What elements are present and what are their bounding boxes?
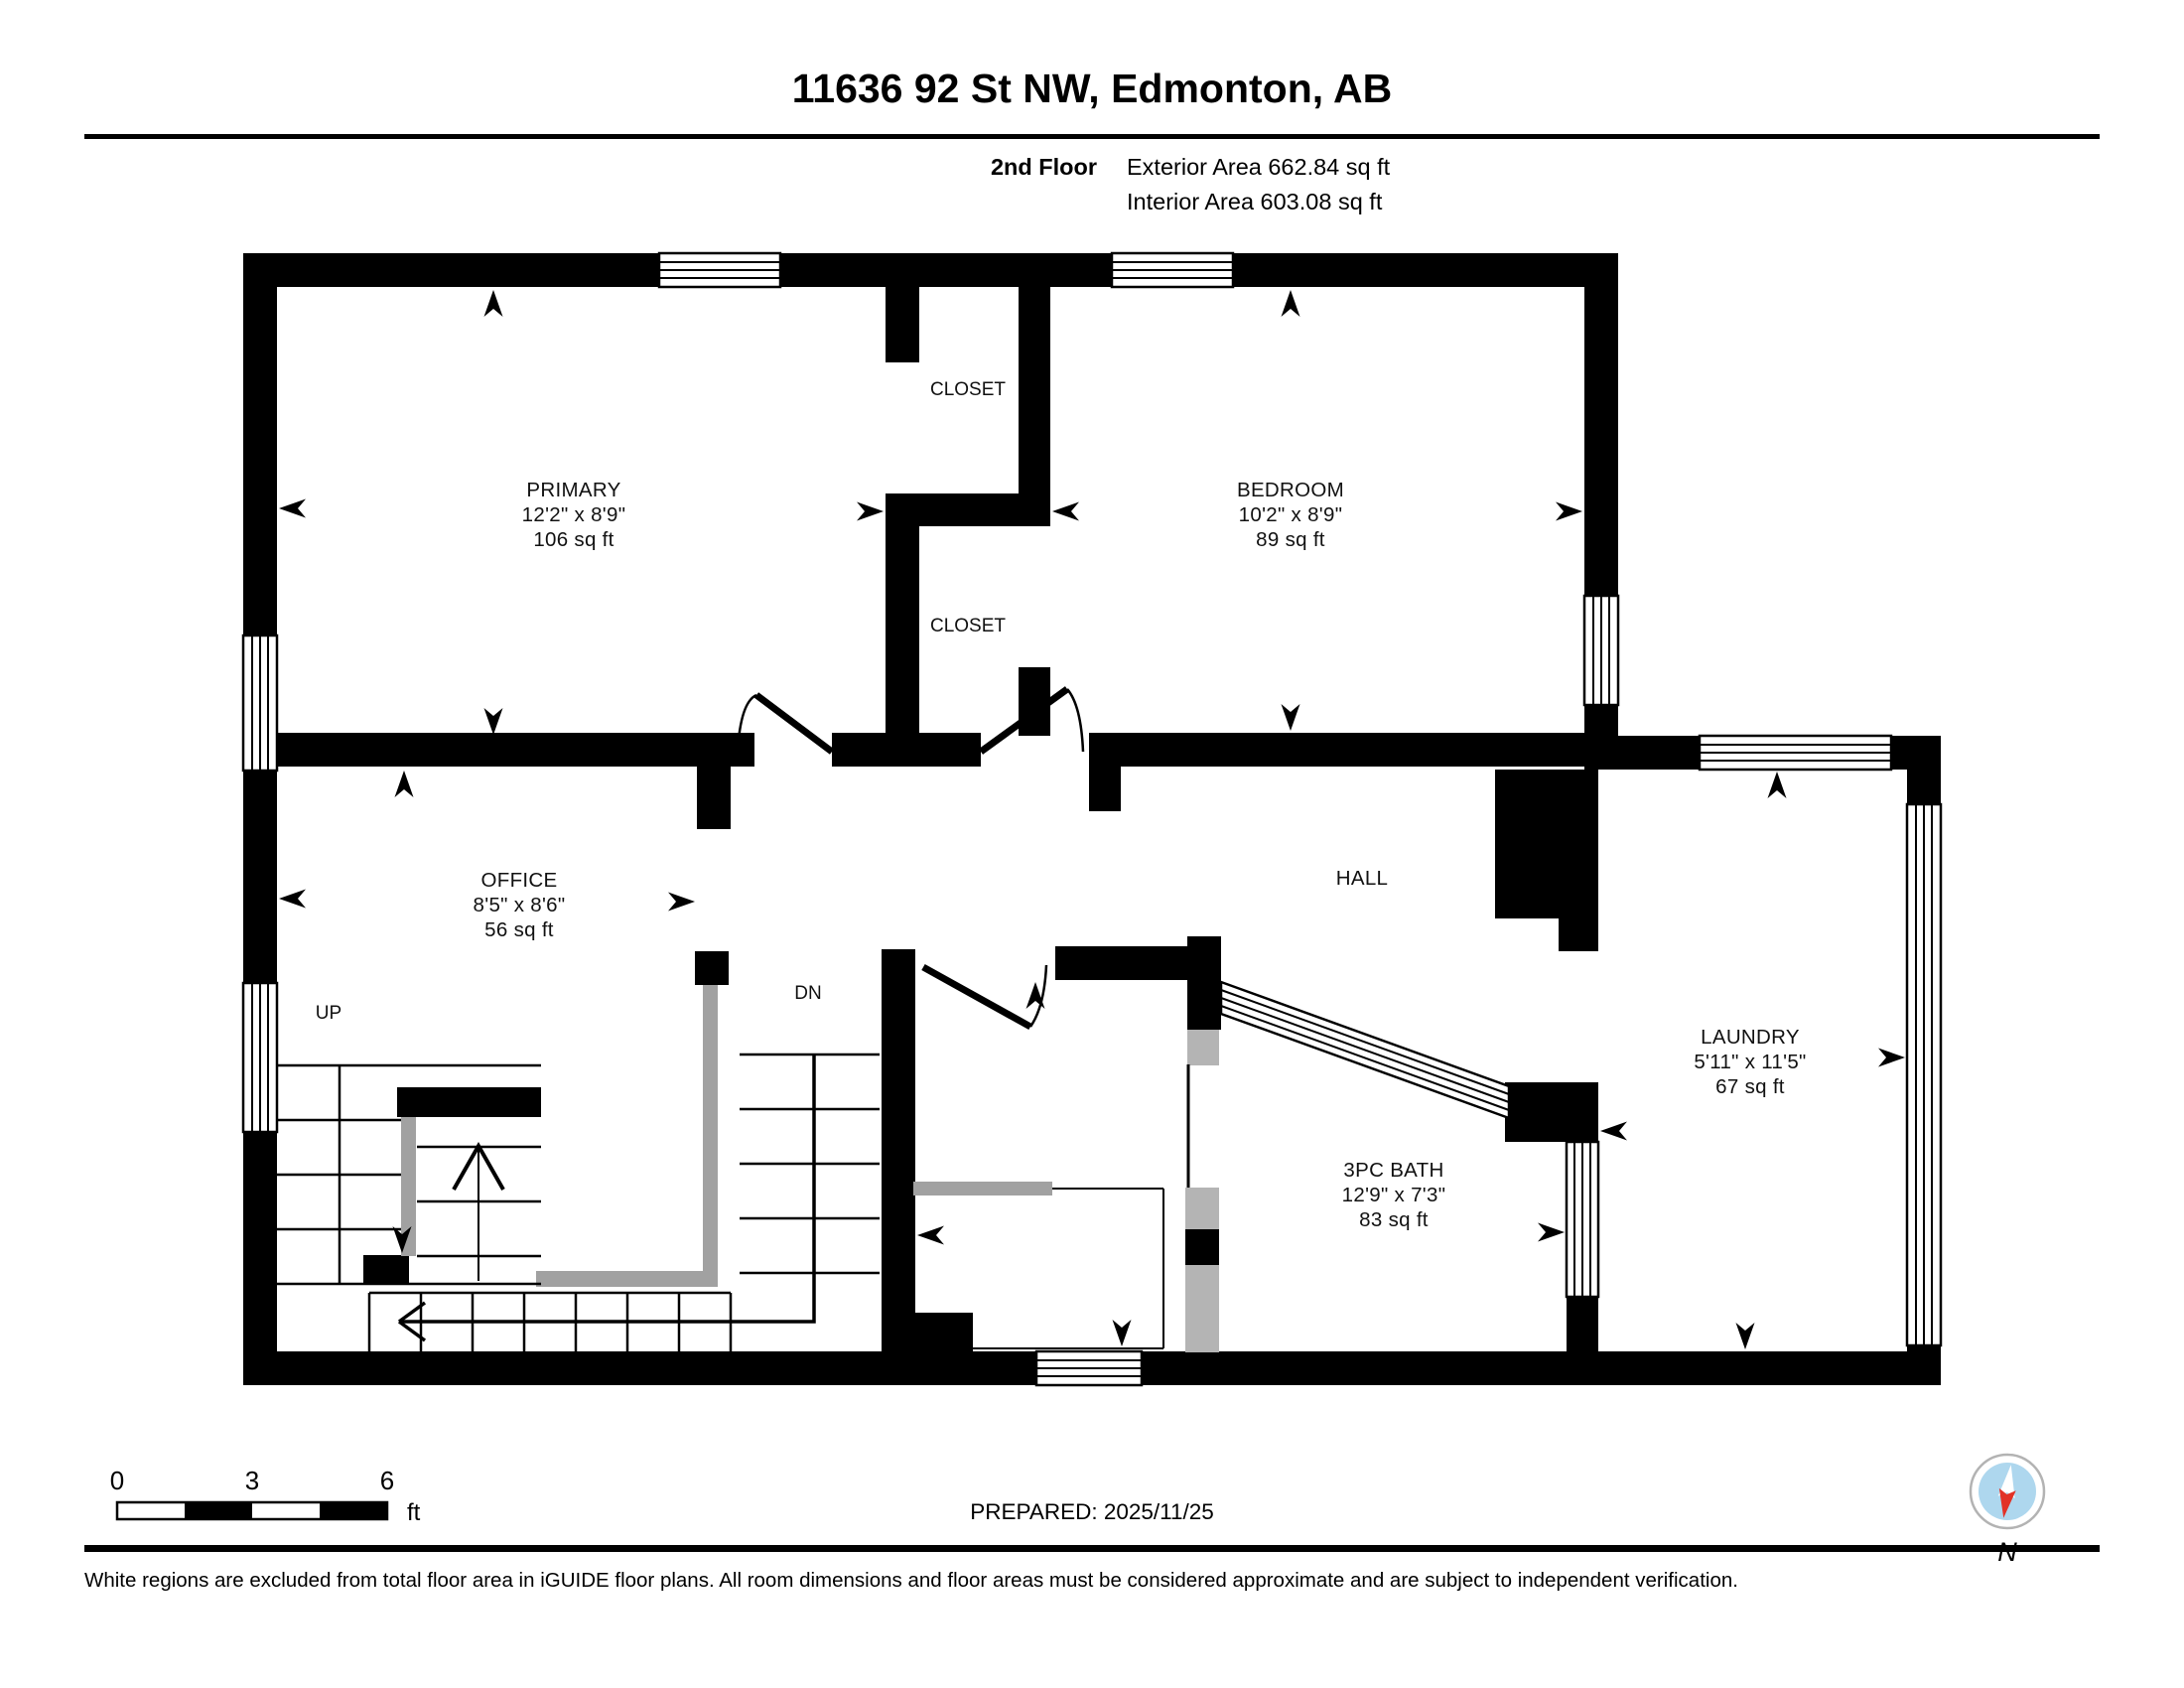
footer-divider [84,1545,2100,1552]
window-laundry-top [1698,734,1893,772]
window-bottom [1034,1349,1144,1387]
compass-icon [1969,1453,2046,1530]
interior-walls [277,287,1598,1351]
window-bedroom-right [1582,594,1620,707]
stairs-down [367,1053,880,1351]
laundry-name: LAUNDRY [1701,1026,1800,1049]
bath-area: 83 sq ft [1359,1208,1429,1231]
window-top-bedroom [1110,251,1235,289]
hall-label: HALL [1336,867,1388,890]
stairs-down-label: DN [794,983,821,1004]
exterior-walls [243,253,1941,1385]
bath-name: 3PC BATH [1343,1159,1443,1182]
door-primary [736,692,835,755]
door-bedroom [978,686,1085,755]
primary-name: PRIMARY [526,479,620,501]
primary-area: 106 sq ft [533,528,614,551]
exterior-area: Exterior Area 662.84 sq ft [1127,154,1391,180]
stairwell-void [973,1064,1190,1349]
interior-area: Interior Area 603.08 sq ft [1127,189,1383,214]
closet-bottom-label: CLOSET [930,616,1006,636]
window-left-office [241,981,279,1134]
scale-tick-3: 3 [245,1466,259,1495]
scale-tick-6: 6 [380,1466,394,1495]
bedroom-name: BEDROOM [1237,479,1344,501]
stairs-up [277,1063,541,1286]
laundry-area: 67 sq ft [1715,1075,1785,1098]
down-direction-arrow [399,1055,816,1324]
disclaimer-text: White regions are excluded from total fl… [84,1569,1738,1592]
window-left-primary [241,633,279,773]
prepared-date: PREPARED: 2025/11/25 [970,1499,1214,1524]
header-divider [84,134,2100,139]
scale-tick-0: 0 [110,1466,124,1495]
floor-label: 2nd Floor [991,154,1097,180]
page-title: 11636 92 St NW, Edmonton, AB [792,66,1393,111]
stairs-up-label: UP [316,1003,341,1024]
office-dims: 8'5" x 8'6" [474,894,566,916]
windows [241,251,1943,1387]
bath-fixtures [1185,1030,1219,1352]
primary-dims: 12'2" x 8'9" [522,503,626,526]
office-area: 56 sq ft [484,918,554,941]
bedroom-area: 89 sq ft [1256,528,1325,551]
stair-railings [401,985,1052,1287]
window-top-primary [657,251,782,289]
header: 11636 92 St NW, Edmonton, AB 2nd Floor E… [84,66,2100,214]
scale-bar: 0 3 6 ft [110,1466,421,1526]
window-right-long [1905,802,1943,1347]
closet-top-label: CLOSET [930,379,1006,400]
office-name: OFFICE [481,869,558,892]
window-diagonal-hall [1219,980,1511,1120]
dimension-arrows [279,290,1905,1349]
bath-dims: 12'9" x 7'3" [1342,1184,1446,1206]
door-bath [921,963,1048,1031]
room-labels: PRIMARY 12'2" x 8'9" 106 sq ft BEDROOM 1… [316,379,1807,1231]
bedroom-dims: 10'2" x 8'9" [1239,503,1343,526]
scale-unit: ft [407,1499,421,1526]
window-bath-laundry [1565,1140,1600,1299]
laundry-dims: 5'11" x 11'5" [1694,1051,1806,1073]
